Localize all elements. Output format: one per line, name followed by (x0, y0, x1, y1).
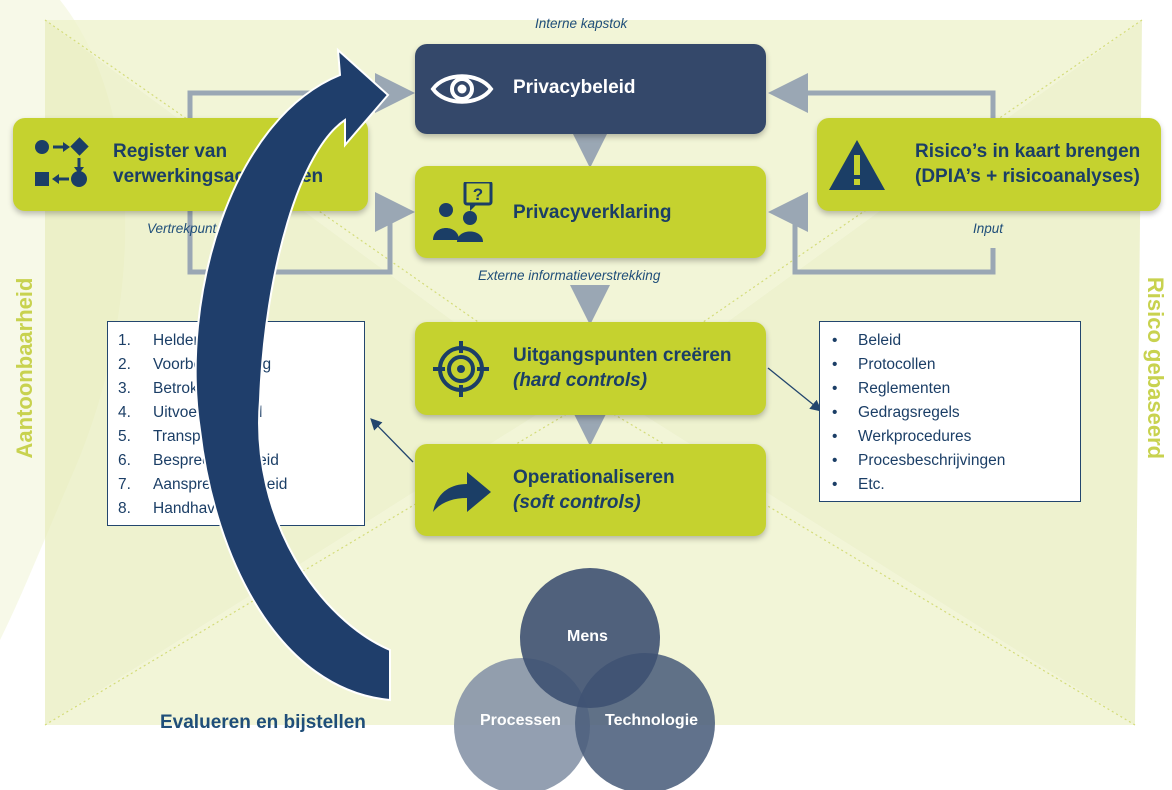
hard-control-text: Procesbeschrijvingen (858, 452, 1006, 469)
soft-control-text: Handhaving (153, 500, 236, 517)
soft-control-item: 4. Uitvoerbaarheid (118, 401, 364, 425)
soft-control-number: 7. (118, 476, 131, 493)
venn-label-technology: Technologie (605, 712, 699, 729)
risk-title-line1: Risico’s in kaart brengen (915, 141, 1141, 162)
hard-control-item: • Procesbeschrijvingen (832, 449, 1080, 473)
side-label-left: Aantoonbaarheid (12, 277, 37, 459)
hard-control-item: • Reglementen (832, 377, 1080, 401)
hard-controls-line2: (hard controls) (513, 369, 648, 391)
hard-control-text: Beleid (858, 332, 902, 349)
soft-control-number: 6. (118, 452, 131, 469)
target-icon (433, 341, 489, 397)
soft-control-item: 6. Bespreekbaarheid (118, 449, 364, 473)
register-box: Register van verwerkingsactiviteiten (13, 118, 368, 211)
hard-control-text: Reglementen (858, 380, 951, 397)
soft-control-list-box: 1. Helderheid 2. Voorbeeldgedrag 3. Betrokken… (107, 321, 365, 526)
caption-start: Vertrekpunt (147, 221, 217, 236)
side-label-right: Risico gebaseerd (1143, 276, 1168, 460)
policy-box: Privacybeleid (415, 44, 766, 134)
soft-control-text: Uitvoerbaarheid (153, 404, 263, 421)
soft-control-number: 1. (118, 332, 131, 349)
venn-label-people: Mens (567, 628, 608, 645)
bullet: • (832, 332, 838, 349)
soft-control-list: 1. Helderheid 2. Voorbeeldgedrag 3. Betrokken… (118, 329, 364, 521)
hard-controls-box: Uitgangspunten creëren (hard controls) (415, 322, 766, 415)
share-arrow-icon (433, 472, 491, 512)
hard-control-list: • Beleid • Protocollen • Reglementen • Gedragsr… (832, 329, 1080, 497)
hard-controls-line1: Uitgangspunten creëren (513, 345, 732, 366)
hard-control-item: • Beleid (832, 329, 1080, 353)
evaluate-label: Evalueren en bijstellen (160, 712, 366, 733)
soft-control-number: 8. (118, 500, 131, 517)
soft-control-text: Voorbeeldgedrag (153, 356, 272, 373)
bullet: • (832, 476, 838, 493)
svg-text:?: ? (473, 185, 483, 204)
soft-control-item: 8. Handhaving (118, 497, 364, 521)
hard-control-text: Protocollen (858, 356, 936, 373)
soft-control-item: 7. Aanspreekbaarheid (118, 473, 364, 497)
soft-control-number: 5. (118, 428, 131, 445)
soft-control-number: 2. (118, 356, 131, 373)
process-flow-icon (35, 137, 89, 187)
hard-control-list-box: • Beleid • Protocollen • Reglementen • Gedragsr… (819, 321, 1081, 502)
risk-title-line2: (DPIA’s + risicoanalyses) (915, 165, 1140, 187)
bullet: • (832, 428, 838, 445)
caption-input: Input (973, 221, 1004, 236)
policy-title: Privacybeleid (513, 77, 636, 98)
soft-controls-box: Operationaliseren (soft controls) (415, 444, 766, 536)
bullet: • (832, 452, 838, 469)
caption-internal: Interne kapstok (535, 16, 628, 31)
bullet: • (832, 356, 838, 373)
soft-control-text: Transparantie (153, 428, 249, 445)
hard-control-text: Werkprocedures (858, 428, 972, 445)
people-question-icon: ? (433, 182, 493, 242)
caption-external: Externe informatieverstrekking (478, 268, 661, 283)
eye-icon (430, 74, 494, 104)
soft-control-item: 2. Voorbeeldgedrag (118, 353, 364, 377)
warning-triangle-icon (829, 140, 885, 190)
hard-control-text: Gedragsregels (858, 404, 960, 421)
soft-control-text: Aanspreekbaarheid (153, 476, 288, 493)
hard-control-text: Etc. (858, 476, 885, 493)
soft-control-item: 5. Transparantie (118, 425, 364, 449)
risk-box: Risico’s in kaart brengen (DPIA’s + risi… (817, 118, 1161, 211)
soft-control-item: 1. Helderheid (118, 329, 364, 353)
hard-control-item: • Protocollen (832, 353, 1080, 377)
hard-control-item: • Etc. (832, 473, 1080, 497)
soft-control-text: Helderheid (153, 332, 228, 349)
hard-control-item: • Gedragsregels (832, 401, 1080, 425)
soft-control-item: 3. Betrokkenheid (118, 377, 364, 401)
bullet: • (832, 380, 838, 397)
register-title-line2: verwerkingsactiviteiten (113, 165, 324, 187)
soft-controls-line1: Operationaliseren (513, 467, 675, 488)
statement-title: Privacyverklaring (513, 202, 672, 223)
venn-label-processes: Processen (480, 712, 561, 729)
soft-control-number: 4. (118, 404, 131, 421)
soft-control-text: Bespreekbaarheid (153, 452, 279, 469)
soft-controls-line2: (soft controls) (513, 491, 641, 513)
statement-box: ? Privacyverklaring (415, 166, 766, 258)
soft-control-number: 3. (118, 380, 131, 397)
hard-control-item: • Werkprocedures (832, 425, 1080, 449)
register-title-line1: Register van (113, 141, 228, 162)
bullet: • (832, 404, 838, 421)
soft-control-text: Betrokkenheid (153, 380, 253, 397)
